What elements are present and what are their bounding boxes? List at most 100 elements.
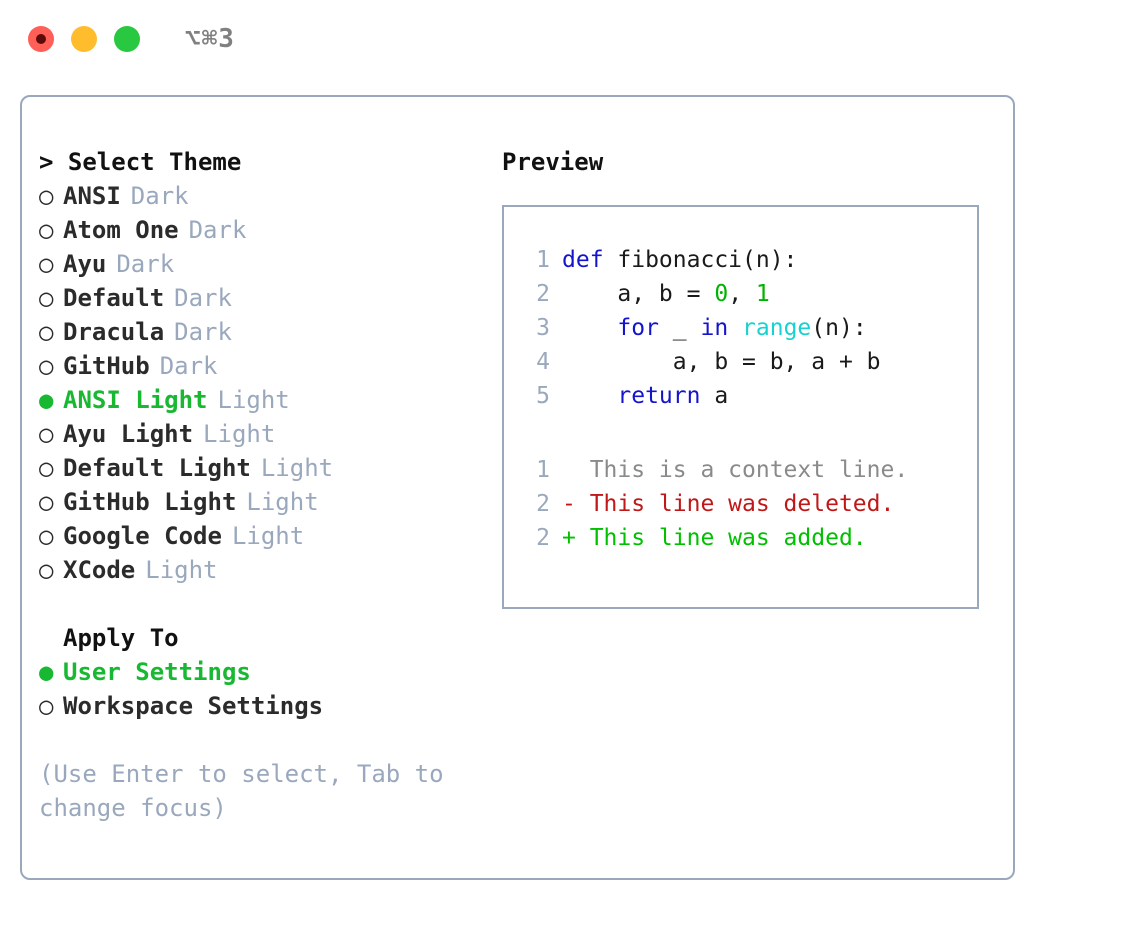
radio-unselected-icon: ○ (39, 216, 54, 244)
theme-option-tag: Dark (188, 216, 247, 244)
theme-option-label: Default Light (63, 454, 251, 482)
diff-text: - This line was deleted. (562, 491, 895, 517)
radio-unselected-icon: ○ (39, 522, 54, 550)
radio-unselected-icon: ○ (39, 284, 54, 312)
theme-option-label: ANSI Light (63, 386, 208, 414)
code-line: 5 return a (524, 379, 977, 413)
line-number: 4 (536, 349, 550, 375)
radio-selected-icon: ● (39, 658, 54, 686)
code-token: in (700, 315, 729, 341)
code-token: , (728, 281, 756, 307)
theme-option-ayu[interactable]: ○ Ayu Dark (39, 247, 479, 281)
radio-selected-icon: ● (39, 386, 54, 414)
theme-option-label: Ayu Light (63, 420, 194, 448)
code-token: range (742, 315, 812, 341)
theme-option-label: Ayu (63, 250, 107, 278)
line-number: 2 (536, 491, 550, 517)
theme-option-default[interactable]: ○ Default Dark (39, 281, 479, 315)
code-token: for (617, 315, 659, 341)
code-token: fibonacci(n): (617, 247, 798, 273)
theme-option-tag: Dark (174, 284, 232, 312)
theme-option-tag: Dark (159, 352, 218, 380)
theme-option-label: Default (63, 284, 165, 312)
line-number: 5 (536, 383, 550, 409)
theme-option-label: Dracula (63, 318, 165, 346)
maximize-button[interactable] (114, 26, 140, 52)
code-token: _ (658, 315, 701, 341)
code-token: a (700, 383, 729, 409)
code-token: 1 (755, 281, 770, 307)
theme-option-ansi-light[interactable]: ● ANSI Light Light (39, 383, 479, 417)
theme-option-dracula[interactable]: ○ Dracula Dark (39, 315, 479, 349)
code-line: 4 a, b = b, a + b (524, 345, 977, 379)
close-button[interactable] (28, 26, 54, 52)
radio-unselected-icon: ○ (39, 692, 54, 720)
theme-option-label: GitHub Light (63, 488, 237, 516)
apply-to-option-workspace-settings[interactable]: ○ Workspace Settings (39, 689, 479, 723)
theme-option-default-light[interactable]: ○ Default Light Light (39, 451, 479, 485)
code-token (562, 383, 617, 409)
theme-option-label: ANSI (63, 182, 121, 210)
code-token: def (562, 247, 618, 273)
radio-unselected-icon: ○ (39, 182, 54, 210)
line-number: 2 (536, 525, 550, 551)
radio-unselected-icon: ○ (39, 454, 54, 482)
code-line: 3 for _ in range(n): (524, 311, 977, 345)
code-token (562, 315, 617, 341)
theme-option-tag: Light (260, 454, 334, 482)
theme-option-github[interactable]: ○ GitHub Dark (39, 349, 479, 383)
code-token: a, b = (562, 281, 715, 307)
apply-to-option-list: ● User Settings ○ Workspace Settings (39, 655, 479, 723)
theme-option-tag: Light (246, 488, 319, 516)
diff-line-ctx: 1 This is a context line. (524, 453, 977, 487)
select-theme-header: > Select Theme (39, 148, 242, 176)
theme-option-google-code[interactable]: ○ Google Code Light (39, 519, 479, 553)
apply-to-option-label: Workspace Settings (63, 692, 324, 720)
diff-text: This is a context line. (562, 457, 909, 483)
traffic-lights (28, 26, 140, 52)
theme-option-xcode[interactable]: ○ XCode Light (39, 553, 479, 587)
code-token: 0 (714, 281, 729, 307)
line-number: 3 (536, 315, 550, 341)
radio-unselected-icon: ○ (39, 318, 54, 346)
preview-title: Preview (502, 148, 604, 176)
theme-option-tag: Light (217, 386, 290, 414)
keyboard-hint-text: (Use Enter to select, Tab to change focu… (39, 760, 459, 822)
line-number: 1 (536, 457, 550, 483)
apply-to-option-user-settings[interactable]: ● User Settings (39, 655, 479, 689)
theme-option-tag: Light (145, 556, 218, 584)
theme-option-label: GitHub (63, 352, 150, 380)
keyboard-shortcut-label: ⌥⌘3 (185, 24, 235, 54)
radio-unselected-icon: ○ (39, 488, 54, 516)
code-line: 2 a, b = 0, 1 (524, 277, 977, 311)
theme-option-tag: Dark (116, 250, 175, 278)
radio-unselected-icon: ○ (39, 556, 54, 584)
apply-to-header: Apply To (63, 624, 179, 652)
apply-to-option-label: User Settings (63, 658, 251, 686)
diff-text: + This line was added. (562, 525, 867, 551)
theme-option-label: XCode (63, 556, 136, 584)
radio-unselected-icon: ○ (39, 420, 54, 448)
theme-option-github-light[interactable]: ○ GitHub Light Light (39, 485, 479, 519)
theme-option-label: Google Code (63, 522, 222, 550)
theme-option-tag: Light (231, 522, 305, 550)
radio-unselected-icon: ○ (39, 352, 54, 380)
radio-unselected-icon: ○ (39, 250, 54, 278)
window-titlebar: ⌥⌘3 (0, 0, 1140, 78)
minimize-button[interactable] (71, 26, 97, 52)
code-token (728, 315, 742, 341)
code-line: 1 def fibonacci(n): (524, 243, 977, 277)
theme-option-tag: Dark (174, 318, 232, 346)
line-number: 1 (536, 247, 550, 273)
code-token: (n): (811, 315, 867, 341)
